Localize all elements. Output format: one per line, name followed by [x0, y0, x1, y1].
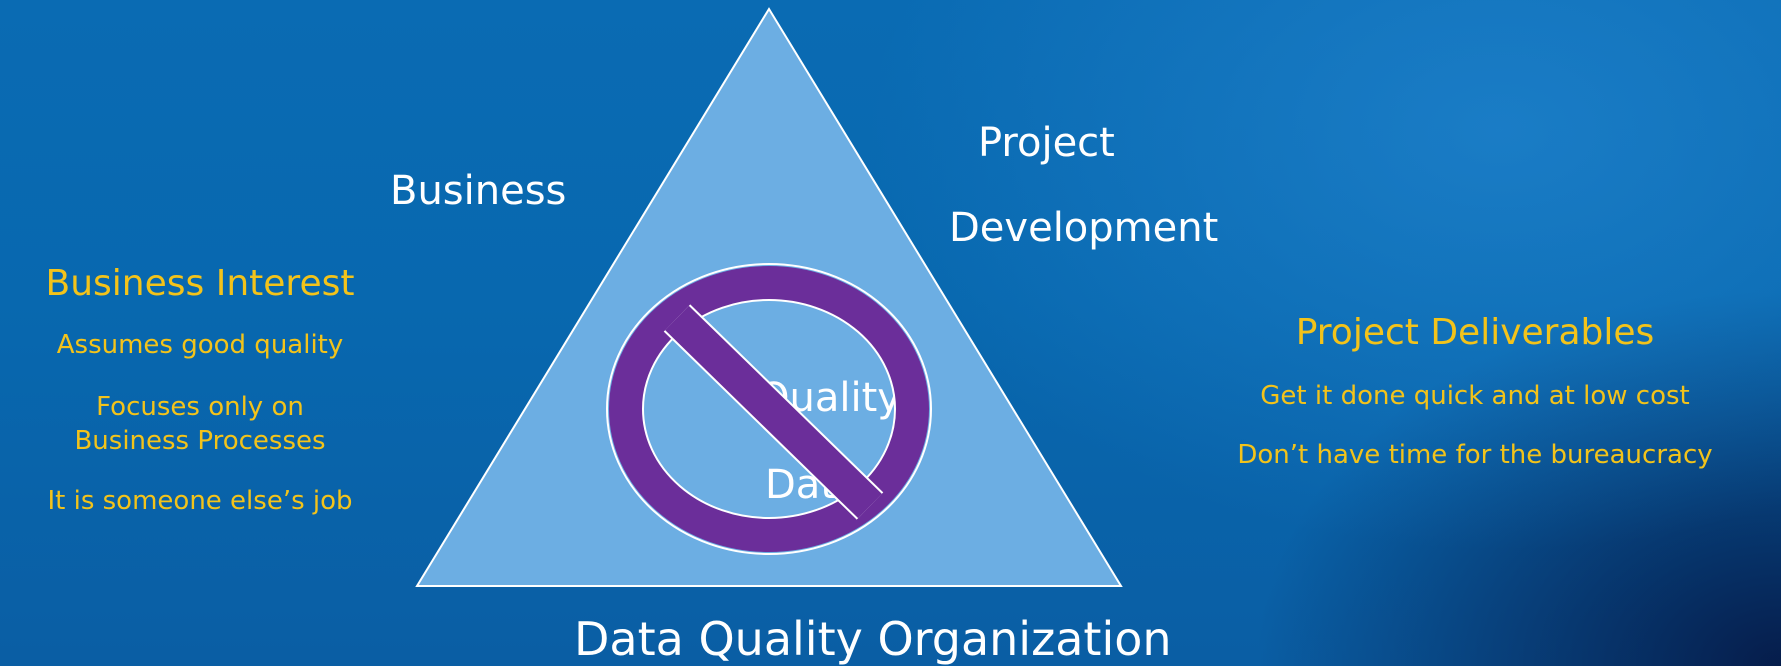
- project-label: Project: [978, 120, 1115, 166]
- development-label: Development: [949, 205, 1219, 251]
- business-label: Business: [390, 168, 567, 214]
- business-interest-heading: Business Interest: [45, 263, 355, 304]
- project-deliverables-heading: Project Deliverables: [1295, 312, 1655, 353]
- someone-elses-job-text: It is someone else’s job: [47, 486, 353, 516]
- focuses-business-processes-text: Focuses only on Business Processes: [74, 390, 325, 458]
- focuses-line-a: Focuses only on: [96, 392, 304, 422]
- data-quality-organization-label: Data Quality Organization: [574, 612, 1172, 666]
- focuses-line-b: Business Processes: [74, 426, 326, 456]
- assumes-good-quality-text: Assumes good quality: [56, 330, 344, 360]
- no-time-bureaucracy-text: Don’t have time for the bureaucracy: [1237, 440, 1713, 470]
- quick-low-cost-text: Get it done quick and at low cost: [1260, 381, 1690, 411]
